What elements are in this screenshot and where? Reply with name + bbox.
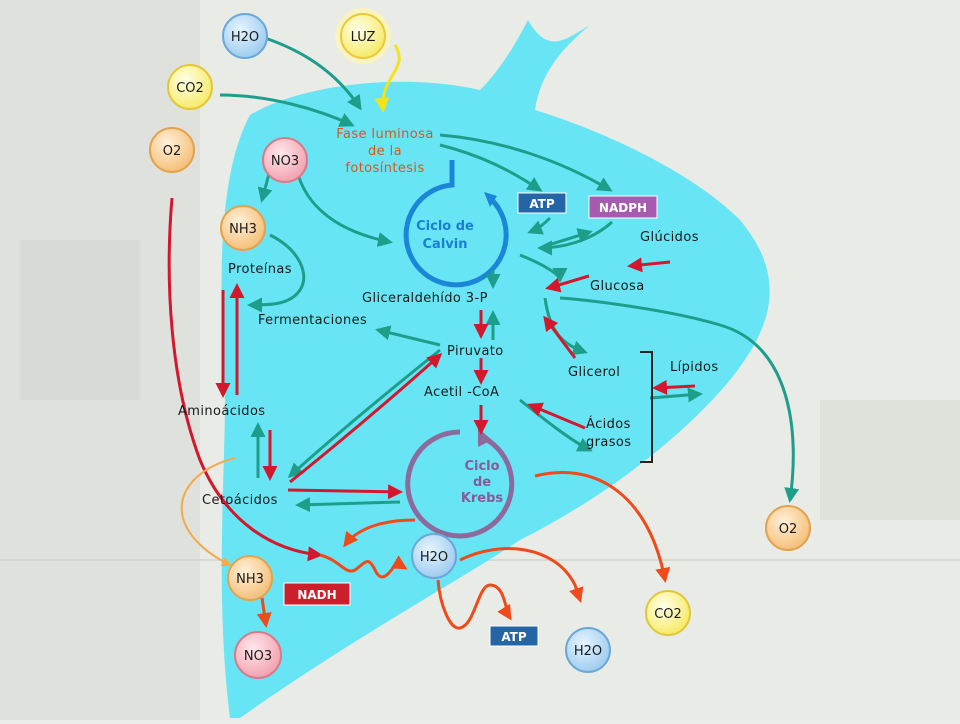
label-proteinas: Proteínas xyxy=(228,262,292,277)
label-fase-luminosa-3: fotosíntesis xyxy=(345,161,424,176)
nh3-top-molecule: NH3 xyxy=(220,205,266,251)
lipids-bracket xyxy=(640,351,653,463)
svg-text:O2: O2 xyxy=(779,522,798,537)
o2-left-molecule: O2 xyxy=(149,127,195,173)
label-acidos-2: grasos xyxy=(586,435,631,450)
svg-text:NADPH: NADPH xyxy=(599,201,647,215)
label-fase-luminosa-1: Fase luminosa xyxy=(336,127,433,142)
red-arrows xyxy=(167,197,696,562)
co2-top-molecule: CO2 xyxy=(167,64,213,110)
ammonia-arrow xyxy=(180,457,236,566)
nh3-to-no3-arrow xyxy=(256,597,272,628)
no3-top-molecule: NO3 xyxy=(262,137,308,183)
svg-text:NO3: NO3 xyxy=(271,154,299,169)
svg-text:CO2: CO2 xyxy=(654,607,682,622)
label-acidos-1: Ácidos xyxy=(586,416,631,432)
label-acetil-coa: Acetil -CoA xyxy=(424,385,499,400)
label-glucidos: Glúcidos xyxy=(640,230,699,245)
h2o-bottom-molecule: H2O xyxy=(565,627,611,673)
krebs-cycle-ring xyxy=(405,429,515,539)
no3-bottom-molecule: NO3 xyxy=(234,631,282,679)
svg-text:NH3: NH3 xyxy=(229,222,257,237)
svg-text:NH3: NH3 xyxy=(236,572,264,587)
label-fase-luminosa-2: de la xyxy=(368,144,402,159)
label-glucosa: Glucosa xyxy=(590,279,645,294)
atp-top-tag: ATP xyxy=(517,192,567,214)
label-aminoacidos: Aminoácidos xyxy=(178,404,265,419)
h2o-mid-molecule: H2O xyxy=(411,533,457,579)
calvin-cycle-ring xyxy=(403,160,509,288)
svg-text:ATP: ATP xyxy=(501,630,527,644)
label-glicerol: Glicerol xyxy=(568,365,620,380)
svg-text:CO2: CO2 xyxy=(176,81,204,96)
nadph-tag: NADPH xyxy=(588,195,658,219)
svg-text:H2O: H2O xyxy=(420,550,448,565)
atp-bottom-tag: ATP xyxy=(489,625,539,647)
teal-arrows xyxy=(219,36,800,513)
h2o-top-molecule: H2O xyxy=(222,13,268,59)
calvin-ring-arrowhead xyxy=(484,192,497,207)
svg-text:H2O: H2O xyxy=(231,30,259,45)
svg-text:NADH: NADH xyxy=(297,588,336,602)
label-fermentaciones: Fermentaciones xyxy=(258,313,367,328)
label-krebs-3: Krebs xyxy=(461,491,504,506)
svg-text:H2O: H2O xyxy=(574,644,602,659)
label-lipidos: Lípidos xyxy=(670,360,719,375)
label-krebs-1: Ciclo xyxy=(464,459,499,474)
svg-text:O2: O2 xyxy=(163,144,182,159)
orange-arrows xyxy=(319,471,671,630)
label-cetoacidos: Cetoácidos xyxy=(202,493,278,508)
label-krebs-2: de xyxy=(473,475,491,490)
luz-sun: LUZ xyxy=(335,8,391,64)
svg-text:NO3: NO3 xyxy=(244,649,272,664)
light-arrow xyxy=(374,44,401,113)
svg-text:ATP: ATP xyxy=(529,197,555,211)
cell-body xyxy=(221,20,770,718)
label-calvin-1: Ciclo de xyxy=(416,219,474,234)
nh3-bottom-molecule: NH3 xyxy=(227,555,273,601)
o2-right-molecule: O2 xyxy=(765,505,811,551)
co2-bottom-molecule: CO2 xyxy=(645,590,691,636)
svg-text:LUZ: LUZ xyxy=(351,30,376,45)
label-gliceraldehido: Gliceraldehído 3-P xyxy=(362,291,488,306)
label-calvin-2: Calvin xyxy=(423,237,468,252)
nadh-tag: NADH xyxy=(283,582,351,606)
label-piruvato: Piruvato xyxy=(447,344,504,359)
